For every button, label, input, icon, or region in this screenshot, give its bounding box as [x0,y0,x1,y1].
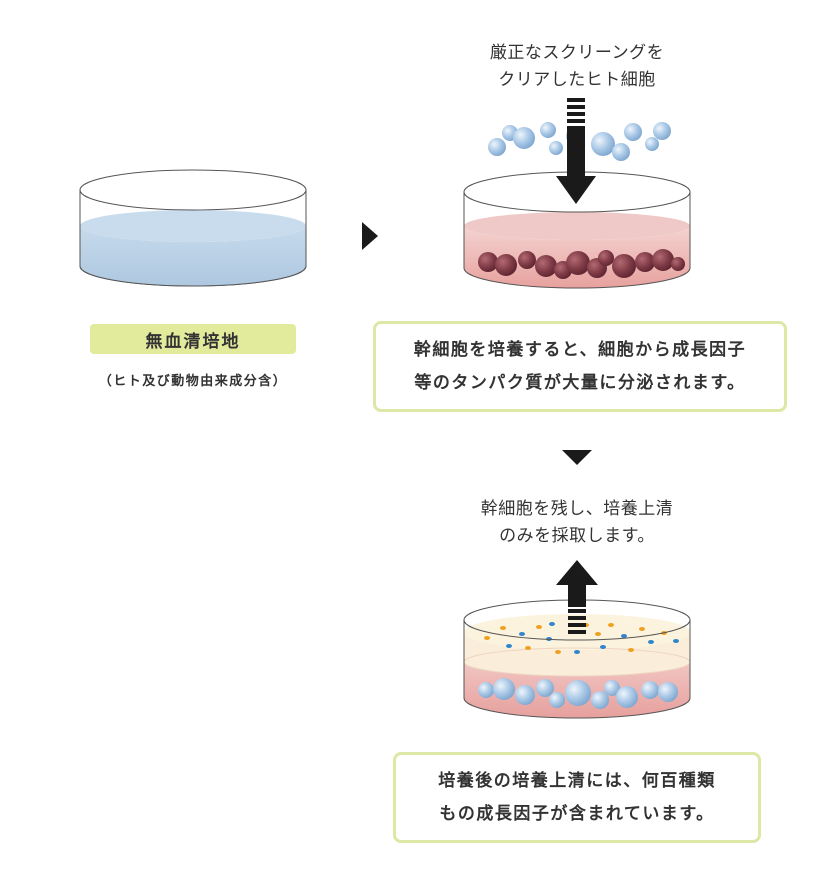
screening-caption: 厳正なスクリーングを クリアしたヒト細胞 [427,40,727,94]
striped-arrow-up-icon [556,560,598,634]
triangle-right-icon [362,222,378,250]
result-info-line2: もの成長因子が含まれています。 [439,803,715,824]
triangle-down-icon [562,450,592,465]
medium-sublabel: （ヒト及び動物由来成分含） [98,374,288,389]
harvest-caption: 幹細胞を残し、培養上清 のみを採取します。 [427,496,727,550]
culture-dish [463,171,691,289]
medium-dish [79,169,307,287]
stem-cells-dark [478,249,685,279]
screening-caption-line1: 厳正なスクリーングを [489,43,665,63]
culture-info-box: 幹細胞を培養すると、細胞から成長因子 等のタンパク質が大量に分泌されます。 [373,321,787,412]
result-info-line1: 培養後の培養上清には、何百種類 [438,770,716,791]
culture-info-line2: 等のタンパク質が大量に分泌されます。 [414,372,746,393]
harvest-caption-line2: のみを採取します。 [499,526,655,546]
medium-label: 無血清培地 [90,324,296,354]
screening-caption-line2: クリアしたヒト細胞 [498,70,656,90]
culture-info-line1: 幹細胞を培養すると、細胞から成長因子 [413,339,747,360]
striped-arrow-down-icon [556,98,596,204]
harvest-caption-line1: 幹細胞を残し、培養上清 [480,499,674,519]
result-info-box: 培養後の培養上清には、何百種類 もの成長因子が含まれています。 [393,752,761,843]
stem-cells-blue [478,678,678,709]
secreted-factors [484,622,679,654]
